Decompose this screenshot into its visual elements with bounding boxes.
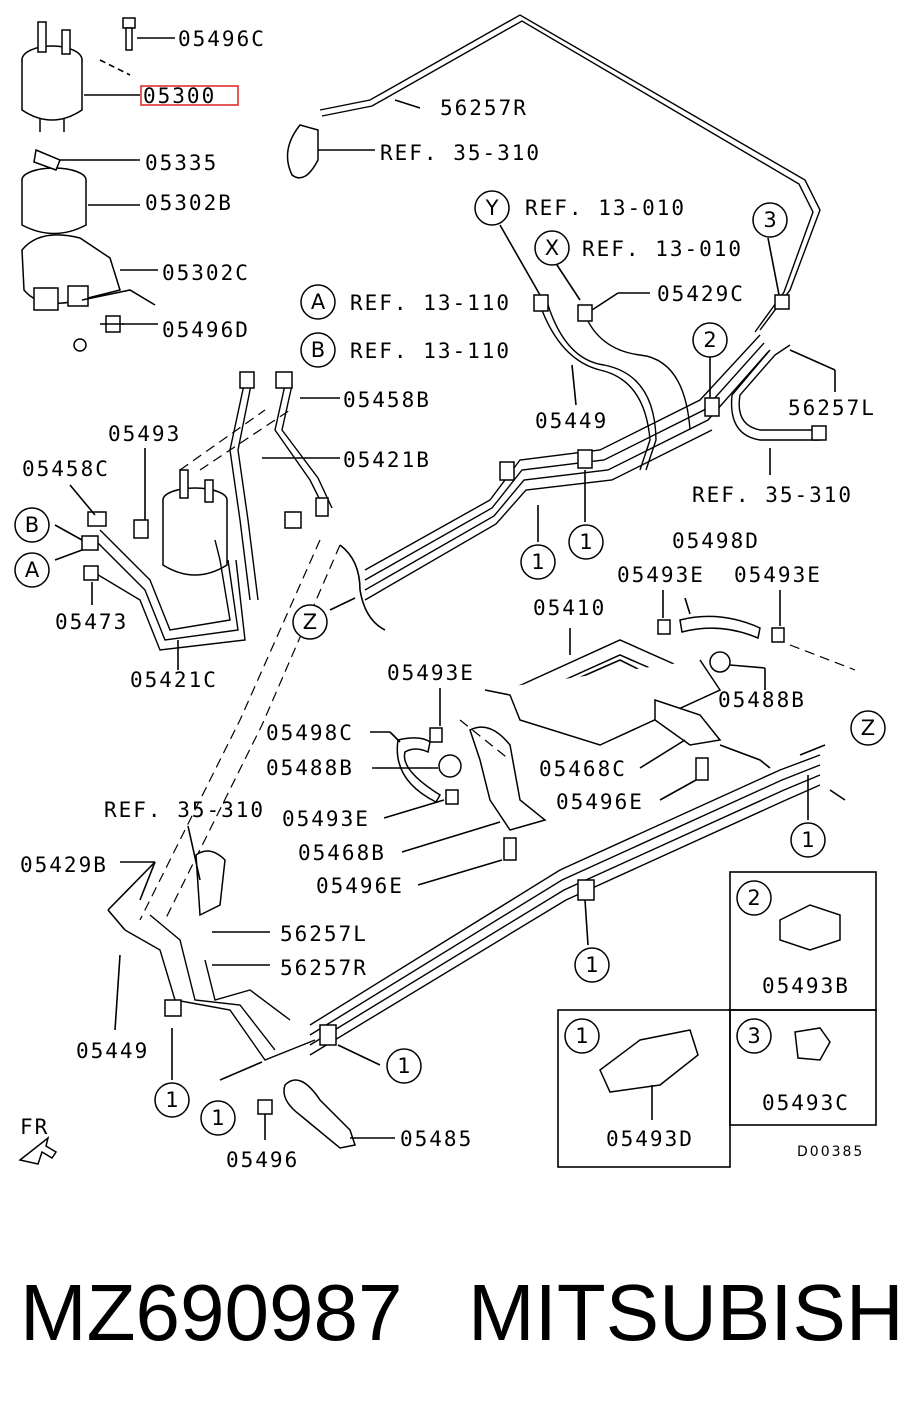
callout-b-top: B xyxy=(311,338,325,362)
vent-tube-56257r xyxy=(319,14,821,331)
callout-1-b: 1 xyxy=(579,530,592,554)
label-05473: 05473 xyxy=(55,610,128,634)
label-ref-35-310-top: REF. 35-310 xyxy=(380,141,541,165)
callout-a-left: A xyxy=(25,558,40,582)
fuel-filter-assembly xyxy=(21,17,136,352)
callout-z-left: Z xyxy=(303,610,317,634)
label-ref-13-110-b: REF. 13-110 xyxy=(350,339,511,363)
label-ref-35-310-mid: REF. 35-310 xyxy=(104,798,265,822)
label-05496d: 05496D xyxy=(162,318,250,342)
label-05458c: 05458C xyxy=(22,457,110,481)
callout-1-g: 1 xyxy=(211,1106,224,1130)
label-ref-13-010-x: REF. 13-010 xyxy=(582,237,743,261)
callout-3-inset: 3 xyxy=(747,1024,760,1048)
label-05498d: 05498D xyxy=(672,529,760,553)
callout-2-top: 2 xyxy=(703,328,716,352)
label-05496e-a: 05496E xyxy=(556,790,644,814)
callout-b-left: B xyxy=(25,513,39,537)
label-05493d: 05493D xyxy=(606,1127,694,1151)
canister-assembly xyxy=(396,615,785,861)
callout-1-d: 1 xyxy=(585,953,598,977)
label-05410: 05410 xyxy=(533,596,606,620)
label-05429b: 05429B xyxy=(20,853,108,877)
callout-z-right: Z xyxy=(861,716,875,740)
label-05449-bottom: 05449 xyxy=(76,1039,149,1063)
caption-part-number: MZ690987 xyxy=(20,1268,402,1357)
callout-1-c: 1 xyxy=(801,828,814,852)
part-highlight-box xyxy=(140,85,239,106)
label-05496e-b: 05496E xyxy=(316,874,404,898)
label-ref-13-110-a: REF. 13-110 xyxy=(350,291,511,315)
label-05468b: 05468B xyxy=(298,841,386,865)
label-05449-top: 05449 xyxy=(535,409,608,433)
label-05493e-a: 05493E xyxy=(617,563,705,587)
heat-shield xyxy=(283,1079,356,1149)
label-56257r-top: 56257R xyxy=(440,96,528,120)
label-diagram-code: D00385 xyxy=(797,1144,864,1160)
callout-y: Y xyxy=(485,196,499,220)
front-arrow-icon xyxy=(18,1136,58,1165)
inset-box-1 xyxy=(557,1009,731,1168)
label-05493e-b: 05493E xyxy=(734,563,822,587)
label-05493c: 05493C xyxy=(762,1091,850,1115)
callout-1-e: 1 xyxy=(397,1054,410,1078)
caption-brand: MITSUBISHI xyxy=(468,1268,909,1357)
callout-2-inset: 2 xyxy=(747,886,760,910)
label-05335: 05335 xyxy=(145,151,218,175)
callout-3-top: 3 xyxy=(763,208,776,232)
main-pipe-bundle xyxy=(309,334,821,1056)
callout-circles xyxy=(14,190,886,1136)
label-05493e-c: 05493E xyxy=(387,661,475,685)
label-05302c: 05302C xyxy=(162,261,250,285)
label-05493: 05493 xyxy=(108,422,181,446)
label-05302b: 05302B xyxy=(145,191,233,215)
label-05458b: 05458B xyxy=(343,388,431,412)
part-labels: 05496C 05300 05335 05302B 05302C 05496D … xyxy=(20,27,876,1172)
label-05493b: 05493B xyxy=(762,974,850,998)
callout-1-f: 1 xyxy=(165,1088,178,1112)
callout-1-a: 1 xyxy=(531,550,544,574)
label-05496: 05496 xyxy=(226,1148,299,1172)
callout-x: X xyxy=(545,236,559,260)
label-05421b: 05421B xyxy=(343,448,431,472)
label-ref-35-310-right: REF. 35-310 xyxy=(692,483,853,507)
label-56257l-right: 56257L xyxy=(788,396,876,420)
label-05493e-d: 05493E xyxy=(282,807,370,831)
label-05498c: 05498C xyxy=(266,721,354,745)
label-05468c: 05468C xyxy=(539,757,627,781)
callout-a-top: A xyxy=(311,290,326,314)
label-56257r: 56257R xyxy=(280,956,368,980)
label-05429c: 05429C xyxy=(657,282,745,306)
callout-1-inset: 1 xyxy=(575,1024,588,1048)
label-05485: 05485 xyxy=(400,1127,473,1151)
label-ref-13-010-y: REF. 13-010 xyxy=(525,196,686,220)
vent-hose-end xyxy=(286,124,319,179)
label-05488b-right: 05488B xyxy=(718,688,806,712)
label-56257l: 56257L xyxy=(280,922,368,946)
label-fr: FR xyxy=(20,1115,49,1139)
label-05300: 05300 xyxy=(143,84,216,108)
fuel-filter-installed xyxy=(162,469,228,576)
label-05488b-left: 05488B xyxy=(266,756,354,780)
label-05421c: 05421C xyxy=(130,668,218,692)
label-05496c: 05496C xyxy=(178,27,266,51)
